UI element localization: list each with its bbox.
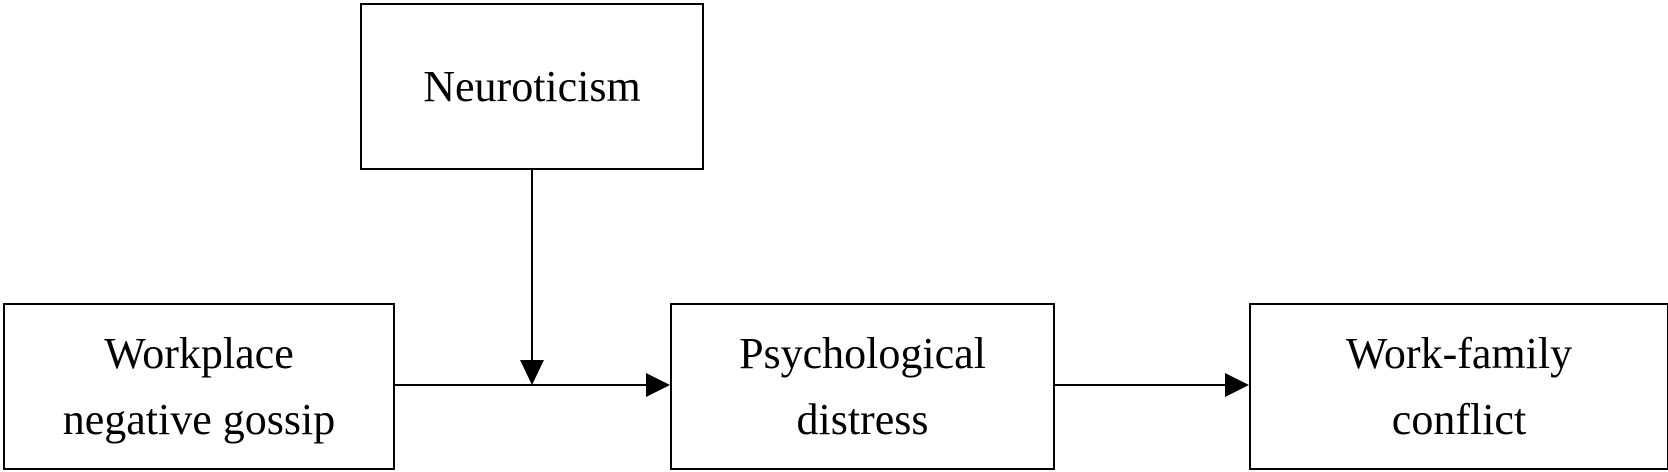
node-gossip-label-line-2: negative gossip <box>62 394 336 444</box>
node-psychological-distress: Psychological distress <box>670 303 1055 470</box>
arrowhead-moderation <box>520 360 544 385</box>
node-wfc-label-line-1: Work-family <box>1345 328 1573 378</box>
node-neuroticism-label-line-1: Neuroticism <box>423 61 641 111</box>
arrowhead-distress <box>646 373 670 397</box>
node-distress-label-line-2: distress <box>796 394 929 444</box>
node-distress-label-line-1: Psychological <box>739 328 986 378</box>
node-gossip-label-line-1: Workplace <box>104 328 294 378</box>
node-work-family-conflict: Work-family conflict <box>1249 303 1668 470</box>
node-workplace-negative-gossip: Workplace negative gossip <box>3 303 395 470</box>
arrowhead-wfc <box>1225 373 1249 397</box>
node-wfc-label-line-2: conflict <box>1391 394 1527 444</box>
node-neuroticism: Neuroticism <box>360 3 704 170</box>
